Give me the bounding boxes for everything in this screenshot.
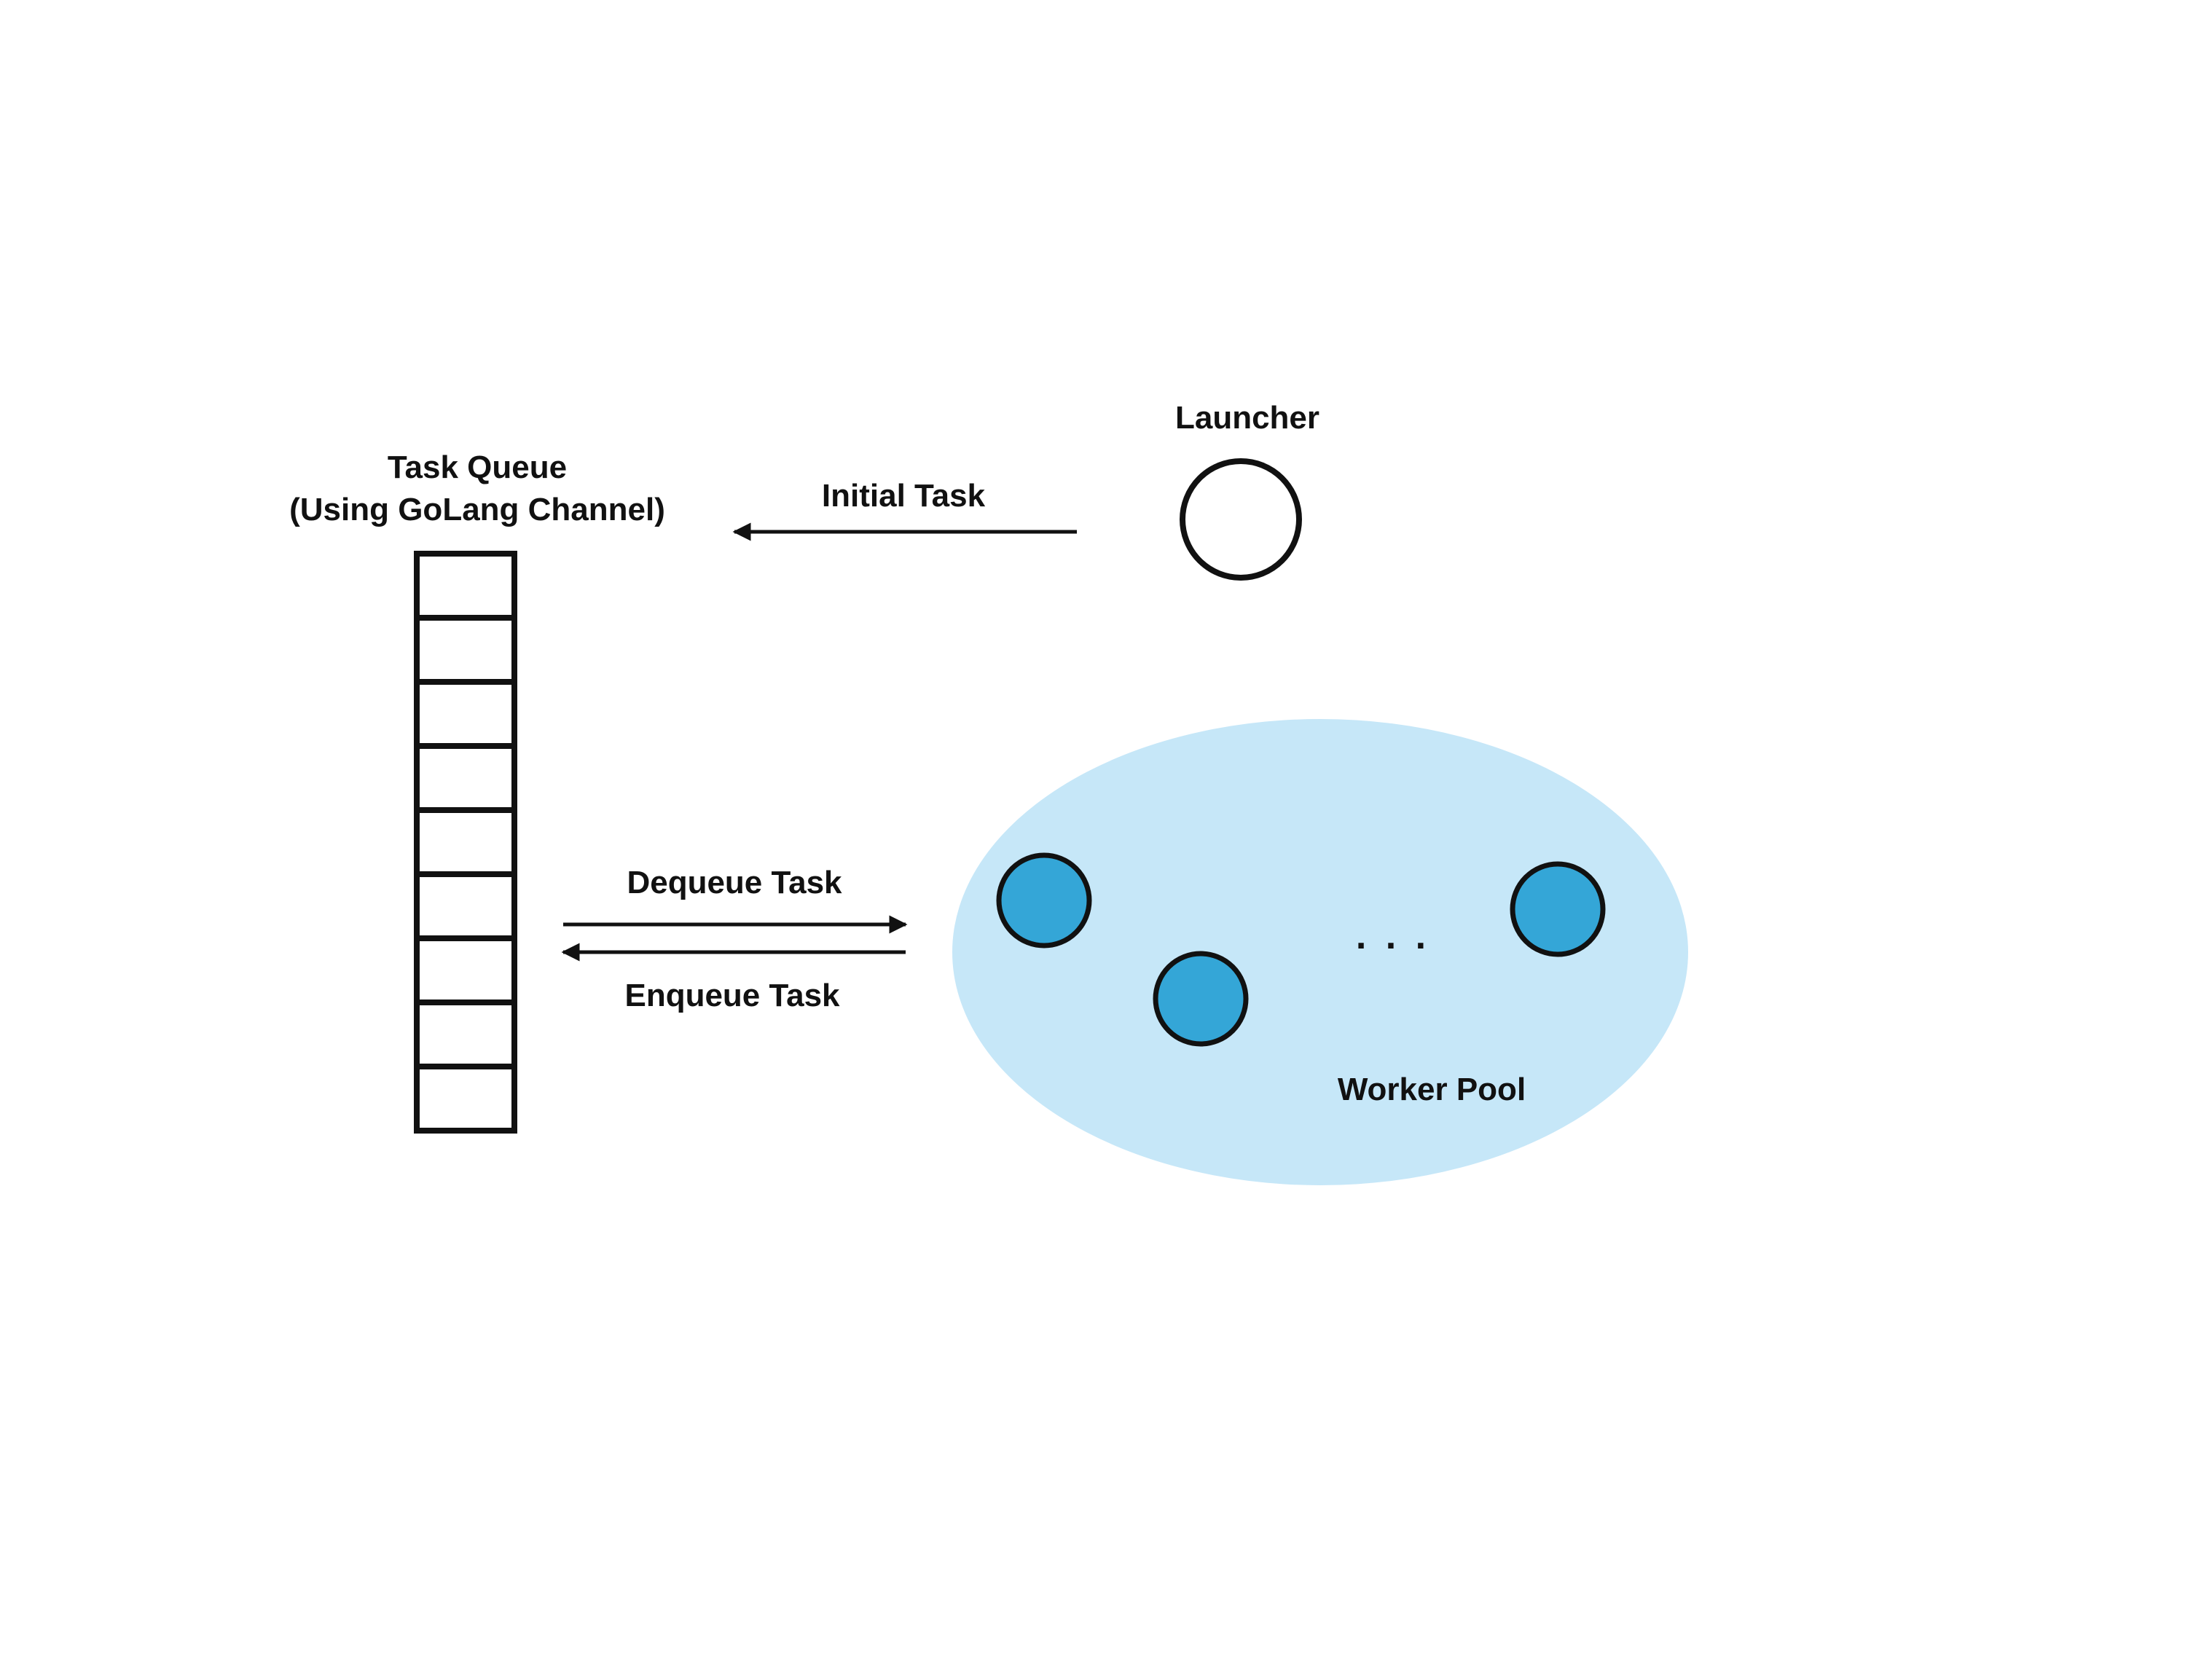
queue-slot — [414, 807, 517, 877]
worker-node-1 — [996, 852, 1092, 949]
enqueue-task-label: Enqueue Task — [624, 978, 840, 1013]
queue-slot — [414, 615, 517, 685]
dequeue-task-label: Dequeue Task — [627, 865, 842, 900]
worker-pool-label: Worker Pool — [1338, 1072, 1526, 1107]
worker-node-3 — [1510, 861, 1606, 957]
more-workers-ellipsis: . . . — [1356, 915, 1430, 957]
queue-slot — [414, 743, 517, 813]
worker-node-2 — [1153, 951, 1249, 1047]
queue-slot — [414, 871, 517, 941]
launcher-label: Launcher — [1175, 400, 1319, 436]
launcher-node — [1180, 458, 1302, 581]
queue-slot — [414, 679, 517, 749]
queue-slot — [414, 935, 517, 1005]
task-queue — [414, 551, 517, 1134]
queue-slot — [414, 1064, 517, 1134]
task-queue-title: Task Queue — [388, 449, 567, 485]
queue-slot — [414, 999, 517, 1069]
initial-task-label: Initial Task — [822, 478, 986, 514]
queue-slot — [414, 551, 517, 621]
worker-pool — [952, 719, 1688, 1185]
task-queue-subtitle: (Using GoLang Channel) — [289, 492, 665, 527]
